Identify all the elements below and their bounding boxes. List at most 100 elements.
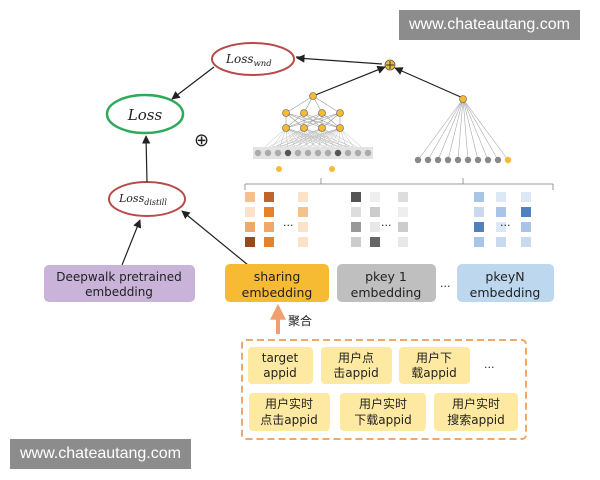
matrix-cell [474,207,484,217]
feature-user-download-appid: 用户下 载appid [399,347,470,384]
loss-main-label: Loss [127,106,163,124]
matrix-cell [298,207,308,217]
matrix-cell [370,222,380,232]
matrix-cell [245,207,255,217]
matrix-cell [474,222,484,232]
matrix-cell [351,207,361,217]
combine-symbol: ⊕ [194,130,209,151]
pkey1-label-line2: embedding [351,285,422,300]
wide-edge [437,98,464,161]
matrix-cell [496,207,506,217]
feature-target-line2: appid [263,366,297,380]
feature-rt-search-line1: 用户实时 [452,396,500,411]
deep-input-node [304,149,312,157]
wide-input-node [424,156,432,164]
wide-input-node [414,156,422,164]
deep-input-node [364,149,372,157]
deepwalk-box-bg [44,265,195,302]
deep-input-node [314,149,322,157]
matrix-cell [398,207,408,217]
wide-output-node [459,95,467,103]
matrix-cell [496,222,506,232]
feature-rt-download-line2: 下载appid [354,413,412,427]
pkeyN-matrix-dots: ... [500,216,511,229]
pkeyN-embedding-box: pkeyN embedding [457,264,554,302]
deep-input-node [254,149,262,157]
matrix-cell [245,222,255,232]
feature-realtime-search-appid: 用户实时 搜索appid [434,393,518,431]
deep-edge [303,112,341,129]
pkey1-label-line1: pkey 1 [365,269,407,284]
loss-distill-node: Lossdistill [108,181,186,217]
matrix-cell [474,237,484,247]
matrix-cell [264,222,274,232]
deep-input-node [344,149,352,157]
feature-rt-click-line1: 用户实时 [265,396,313,411]
deepwalk-label-line2: embedding [85,285,153,299]
matrix-cell [264,207,274,217]
deep-hidden-node [300,109,308,117]
matrix-cell [370,192,380,202]
deep-bottom-node [276,166,282,172]
wide-edge [427,98,464,161]
pkeyN-label-line1: pkeyN [485,269,524,284]
wide-input-node [484,156,492,164]
matrix-cell [298,192,308,202]
feature-click-line1: 用户点 [338,350,374,365]
pkeyN-box-bg [457,264,554,302]
loss-main-node: Loss [105,93,185,135]
matrix-cell [264,237,274,247]
loss-distill-subscript: distill [144,198,167,207]
matrix-cell [398,237,408,247]
deep-edge [285,112,323,129]
deep-input-node [324,149,332,157]
feature-group-container [241,339,527,440]
matrix-cell [370,237,380,247]
matrix-cell [521,207,531,217]
sharing-label-line2: embedding [242,285,313,300]
feature-row1-dots: ... [484,358,495,371]
feature-user-click-appid: 用户点 击appid [321,347,392,384]
pkey1-box-bg [337,264,436,302]
matrix-cell [521,237,531,247]
loss-distill-to-loss-arrow [141,135,151,183]
deep-edge [285,112,305,129]
feature-realtime-click-appid: 用户实时 点击appid [249,393,330,431]
sharing-box-bg [225,264,329,302]
wide-input-node [434,156,442,164]
matrix-cell [370,207,380,217]
sharing-to-distill-arrow [181,210,249,266]
loss-distill-base: Loss [118,192,145,205]
deep-hidden-node [336,109,344,117]
deepwalk-to-distill-arrow [121,219,142,266]
feature-realtime-download-appid: 用户实时 下载appid [340,393,426,431]
wide-edge [462,98,489,161]
deep-bottom-node [329,166,335,172]
deep-edge [321,112,341,129]
pkey1-embedding-matrix [351,192,408,247]
matrix-cell [351,222,361,232]
matrix-cell [245,192,255,202]
deep-input-node [264,149,272,157]
pkeyN-embedding-matrix [474,192,531,247]
sum-to-loss-wnd-arrow [296,54,383,65]
feature-rt-download-line1: 用户实时 [359,396,407,411]
loss-wnd-node: Losswnd [211,42,295,76]
feature-rt-search-line2: 搜索appid [447,412,505,427]
matrix-cell [298,222,308,232]
svg-text:Lossdistill: Lossdistill [118,192,167,207]
pkey1-embedding-box: pkey 1 embedding [337,264,436,302]
wide-edge [462,98,479,161]
deep-edge [285,112,341,129]
wide-input-node [494,156,502,164]
matrix-cell [351,192,361,202]
deep-input-node [284,149,292,157]
wide-edge [462,98,469,161]
matrix-cell [521,222,531,232]
matrix-cell [264,192,274,202]
matrix-cell [496,237,506,247]
sum-node [384,59,396,71]
deep-output-node [309,92,317,100]
wide-tower-to-sum-arrow [394,67,464,99]
